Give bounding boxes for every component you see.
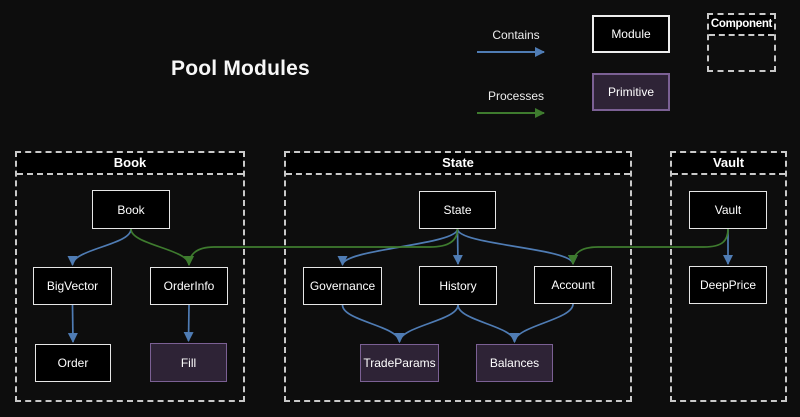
node-balances-label: Balances: [490, 356, 539, 370]
legend-module-box: Module: [592, 15, 670, 53]
node-orderinfo: OrderInfo: [150, 267, 228, 305]
legend-contains-label: Contains: [479, 28, 553, 42]
node-book-node-label: Book: [117, 203, 144, 217]
node-order-label: Order: [58, 356, 89, 370]
node-history: History: [419, 266, 497, 305]
node-orderinfo-label: OrderInfo: [164, 279, 215, 293]
legend-component-box: Component: [707, 13, 776, 72]
book-container-title: Book: [17, 153, 243, 175]
node-account: Account: [534, 266, 612, 304]
vault-container-title: Vault: [672, 153, 785, 175]
node-bigvector: BigVector: [33, 267, 112, 305]
node-fill: Fill: [150, 343, 227, 382]
node-governance-label: Governance: [310, 279, 375, 293]
node-deepprice: DeepPrice: [689, 266, 767, 304]
legend-processes-label: Processes: [477, 89, 555, 103]
node-tradeparams-label: TradeParams: [363, 356, 435, 370]
page-title: Pool Modules: [171, 57, 331, 81]
node-tradeparams: TradeParams: [360, 344, 439, 382]
node-vault-node: Vault: [689, 191, 767, 229]
node-account-label: Account: [551, 278, 594, 292]
node-book-node: Book: [92, 190, 170, 229]
legend-primitive-box: Primitive: [592, 73, 670, 111]
state-container-title: State: [286, 153, 630, 175]
node-fill-label: Fill: [181, 356, 196, 370]
node-state-node: State: [419, 191, 496, 229]
node-vault-node-label: Vault: [715, 203, 741, 217]
node-history-label: History: [439, 279, 476, 293]
node-bigvector-label: BigVector: [47, 279, 98, 293]
node-order: Order: [35, 344, 111, 382]
legend-primitive-label: Primitive: [608, 85, 654, 99]
node-state-node-label: State: [443, 203, 471, 217]
node-deepprice-label: DeepPrice: [700, 278, 756, 292]
legend-module-label: Module: [611, 27, 650, 41]
node-governance: Governance: [303, 267, 382, 305]
node-balances: Balances: [476, 344, 553, 382]
legend-component-label: Component: [709, 15, 774, 36]
